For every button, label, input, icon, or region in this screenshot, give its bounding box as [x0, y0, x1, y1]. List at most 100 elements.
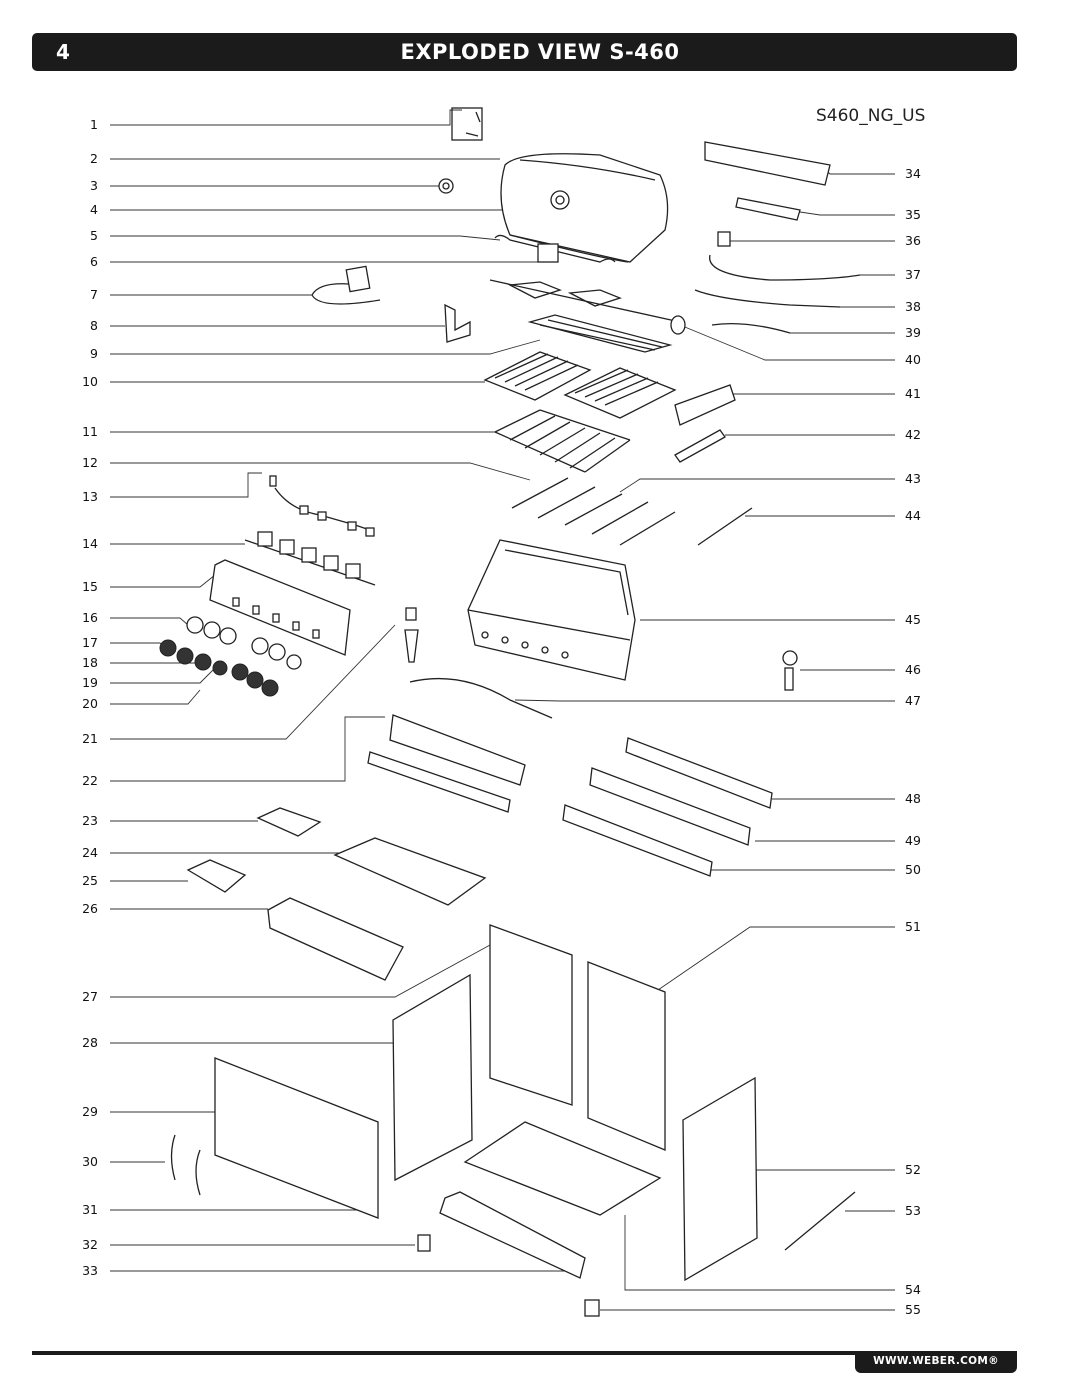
page-title: EXPLODED VIEW S-460 [400, 40, 680, 64]
callout-left-0: 1 [90, 117, 98, 132]
callout-left-12: 13 [82, 489, 98, 504]
callout-right-16: 50 [905, 862, 921, 877]
callout-right-15: 49 [905, 833, 921, 848]
callout-left-15: 16 [82, 610, 98, 625]
part-crossbars [562, 737, 773, 877]
callout-right-1: 35 [905, 207, 921, 222]
part-rotisserie-spit [489, 279, 686, 335]
callout-right-21: 55 [905, 1302, 921, 1317]
callout-right-7: 41 [905, 386, 921, 401]
footer-rule [32, 1351, 1017, 1355]
callout-left-11: 12 [82, 455, 98, 470]
callout-left-18: 19 [82, 675, 98, 690]
callout-right-13: 47 [905, 693, 921, 708]
callout-left-25: 26 [82, 901, 98, 916]
callout-left-5: 6 [90, 254, 98, 269]
part-thermometer [438, 178, 454, 194]
part-regulator [782, 650, 798, 691]
callout-left-2: 3 [90, 178, 98, 193]
callout-right-10: 44 [905, 508, 921, 523]
part-catch-pan [256, 807, 322, 837]
part-door-handles [170, 1134, 201, 1196]
part-clip [417, 1234, 431, 1252]
callout-left-24: 25 [82, 873, 98, 888]
callout-left-20: 21 [82, 731, 98, 746]
part-motor-bracket [444, 303, 471, 343]
callout-left-32: 33 [82, 1263, 98, 1278]
part-upper-right-items [674, 141, 861, 463]
part-side-panels [392, 973, 758, 1282]
part-knobs [159, 616, 302, 697]
callout-left-22: 23 [82, 813, 98, 828]
callout-right-19: 53 [905, 1203, 921, 1218]
callout-left-21: 22 [82, 773, 98, 788]
callout-left-29: 30 [82, 1154, 98, 1169]
callout-right-8: 42 [905, 427, 921, 442]
callout-left-16: 17 [82, 635, 98, 650]
callout-left-9: 10 [82, 374, 98, 389]
footer-tab [855, 1351, 1017, 1373]
part-caster-clip [584, 1299, 600, 1317]
callout-left-14: 15 [82, 579, 98, 594]
callout-right-18: 52 [905, 1162, 921, 1177]
callout-left-3: 4 [90, 202, 98, 217]
part-pin [784, 1191, 856, 1251]
part-igniter-wires [269, 475, 375, 537]
callout-left-31: 32 [82, 1237, 98, 1252]
callout-left-23: 24 [82, 845, 98, 860]
part-manifold-valves [244, 531, 376, 586]
callout-right-9: 43 [905, 471, 921, 486]
callout-right-14: 48 [905, 791, 921, 806]
callout-right-3: 37 [905, 267, 921, 282]
callout-right-4: 38 [905, 299, 921, 314]
model-code: S460_NG_US [816, 106, 926, 126]
part-flavorizer-bars [494, 409, 631, 473]
callout-left-19: 20 [82, 696, 98, 711]
callout-right-0: 34 [905, 166, 921, 181]
part-rotisserie-motor [311, 265, 381, 305]
callout-right-12: 46 [905, 662, 921, 677]
callout-right-17: 51 [905, 919, 921, 934]
callout-right-11: 45 [905, 612, 921, 627]
callout-left-27: 28 [82, 1035, 98, 1050]
callout-right-2: 36 [905, 233, 921, 248]
page-number: 4 [56, 40, 70, 64]
part-burner-tubes [511, 477, 753, 546]
right-leader-lines [514, 164, 895, 1311]
part-side-knob [404, 607, 419, 663]
part-front-trim [439, 1191, 586, 1279]
right-callout-labels: 34 35 36 37 38 39 40 41 42 43 44 45 46 47 48 49 50 51 52 53… [905, 166, 921, 1317]
part-drip-pan [186, 859, 247, 893]
part-lid [494, 153, 669, 263]
callout-right-20: 54 [905, 1282, 921, 1297]
callout-left-30: 31 [82, 1202, 98, 1217]
part-warming-rack [527, 314, 673, 353]
header-bar [32, 33, 1017, 71]
callout-left-1: 2 [90, 151, 98, 166]
callout-left-7: 8 [90, 318, 98, 333]
part-screws [451, 107, 483, 141]
part-handle-bracket [537, 243, 559, 263]
callout-left-13: 14 [82, 536, 98, 551]
footer-url: WWW.WEBER.COM® [873, 1355, 999, 1367]
part-bottom-shelf [463, 1121, 662, 1216]
callout-left-26: 27 [82, 989, 98, 1004]
callout-right-6: 40 [905, 352, 921, 367]
part-frame-rails [367, 714, 526, 813]
part-front-panel [214, 1057, 379, 1219]
part-cabinet-doors [489, 924, 666, 1151]
callout-right-5: 39 [905, 325, 921, 340]
callout-left-4: 5 [90, 228, 98, 243]
callout-left-10: 11 [82, 424, 98, 439]
part-side-shelf [267, 897, 404, 981]
callout-left-28: 29 [82, 1104, 98, 1119]
left-callout-labels: 1234567891011121314151617181920212223242… [82, 117, 98, 1278]
part-cookbox [467, 539, 636, 681]
callout-left-17: 18 [82, 655, 98, 670]
callout-left-6: 7 [90, 287, 98, 302]
part-control-panel [209, 559, 351, 656]
part-gas-hose [409, 677, 553, 719]
callout-left-8: 9 [90, 346, 98, 361]
part-cooking-grates [483, 351, 677, 419]
